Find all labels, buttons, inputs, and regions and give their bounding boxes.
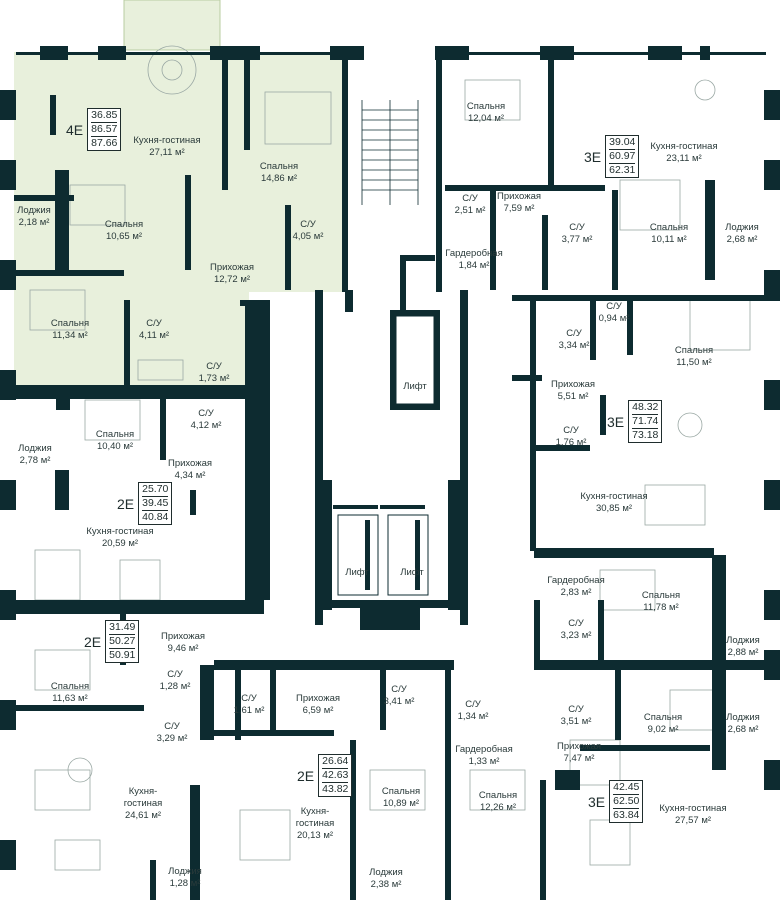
walls bbox=[0, 46, 780, 900]
elevator-shafts bbox=[337, 315, 435, 596]
staircase bbox=[361, 100, 419, 205]
furniture-outlines bbox=[29, 45, 751, 871]
